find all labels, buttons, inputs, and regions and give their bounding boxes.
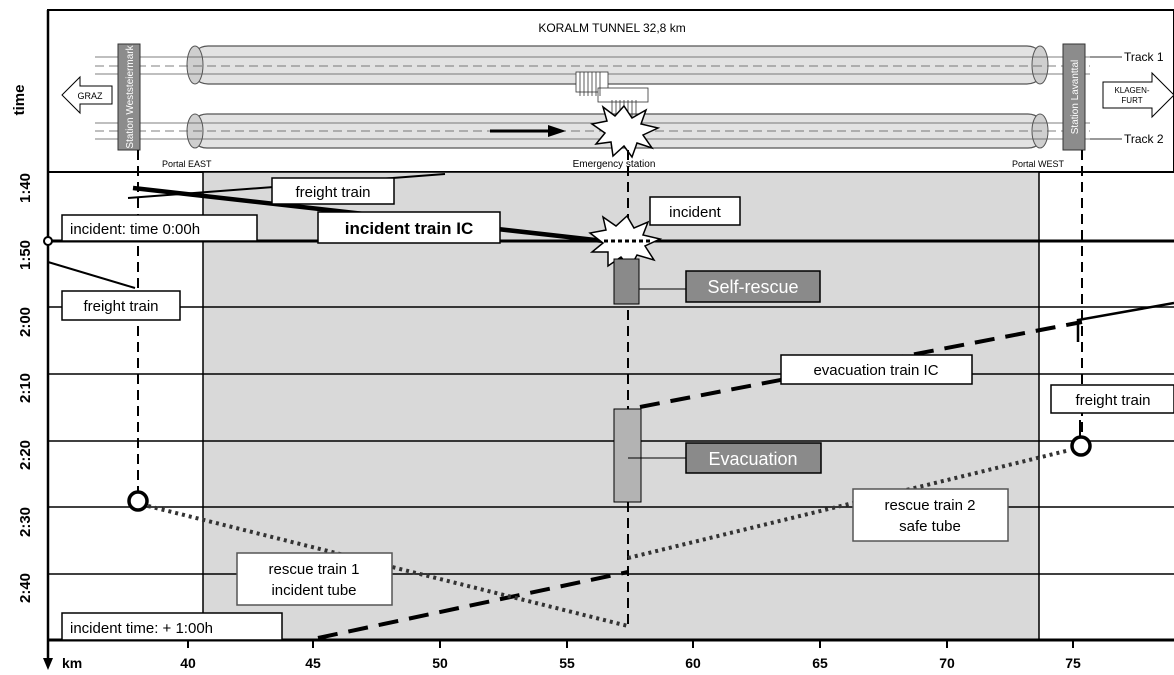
tunnel-tube-1: [95, 45, 1090, 85]
chart-labels: incident: time 0:00h freight train incid…: [61, 177, 1174, 641]
incident-burst-icon: [590, 104, 661, 159]
emergency-station-label: Emergency station: [573, 159, 656, 170]
incident-time-box: incident: time 0:00h: [61, 214, 258, 242]
freight-train-box-right: freight train: [1050, 384, 1174, 414]
y-tick-label: 2:20: [17, 440, 34, 470]
x-tick-label: 70: [939, 655, 955, 671]
rescue-train-2-start: [1070, 435, 1092, 457]
freight-train-box-left: freight train: [61, 290, 181, 321]
incident-label: incident: [669, 204, 722, 221]
evacuation-bar: [613, 408, 642, 503]
train-direction-arrow: [490, 125, 566, 137]
rescue-train-1-label-2: incident tube: [271, 582, 356, 599]
freight-train-label: freight train: [1075, 392, 1150, 409]
self-rescue-bar: [613, 258, 640, 305]
rescue-train-2-box: rescue train 2 safe tube: [852, 488, 1009, 542]
freight-train-path-right-top: [1076, 301, 1174, 342]
y-axis-label: time: [11, 85, 28, 116]
x-tick-label: 75: [1065, 655, 1081, 671]
incident-time-label: incident: time 0:00h: [70, 221, 200, 238]
x-tick-label: 50: [432, 655, 448, 671]
graz-direction-arrow: GRAZ: [61, 75, 113, 115]
self-rescue-box: Self-rescue: [685, 270, 821, 303]
x-tick-label: 65: [812, 655, 828, 671]
y-tick-label: 2:00: [17, 307, 34, 337]
klagenfurt-label-1: KLAGEN-: [1114, 86, 1149, 95]
tunnel-tube-2: [95, 113, 1090, 149]
incident-box: incident: [649, 196, 741, 226]
y-tick-label: 1:40: [17, 173, 34, 203]
evacuation-label: Evacuation: [708, 449, 797, 469]
station-weststeiermark: Station Weststeiermark: [117, 43, 141, 151]
portal-east-label: Portal EAST: [162, 159, 212, 169]
rescue-train-2-path: [627, 448, 1071, 560]
rescue-train-1-label-1: rescue train 1: [269, 561, 360, 578]
rescue-train-2-label-1: rescue train 2: [885, 497, 976, 514]
self-rescue-label: Self-rescue: [707, 277, 798, 297]
evacuation-train-label: evacuation train IC: [813, 362, 938, 379]
rescue-train-1-start: [127, 490, 149, 512]
x-tick-label: 55: [559, 655, 575, 671]
evacuation-train-path-lower: [317, 570, 629, 640]
incident-train-box: incident train IC: [317, 211, 501, 244]
station-lavanttal: Station Lavanttal: [1062, 43, 1086, 151]
y-tick-label: 2:10: [17, 373, 34, 403]
y-tick-label: 2:30: [17, 507, 34, 537]
x-tick-label: 60: [685, 655, 701, 671]
incident-train-label: incident train IC: [345, 219, 473, 238]
tunnel-title: KORALM TUNNEL 32,8 km: [538, 21, 685, 35]
km-axis-ticks: [47, 640, 1074, 648]
klagenfurt-direction-arrow: KLAGEN- FURT: [1102, 71, 1174, 119]
graz-label: GRAZ: [77, 91, 103, 101]
freight-train-label: freight train: [295, 184, 370, 201]
rescue-train-1-box: rescue train 1 incident tube: [236, 552, 393, 606]
y-tick-label: 1:50: [17, 240, 34, 270]
track-1-label: Track 1: [1124, 50, 1164, 64]
emergency-station-structure: [575, 71, 649, 118]
incident-end-time-box: incident time: + 1:00h: [61, 612, 283, 641]
portal-west-label: Portal WEST: [1012, 159, 1065, 169]
freight-train-label: freight train: [83, 298, 158, 315]
track-2-label: Track 2: [1124, 132, 1164, 146]
incident-end-time-label: incident time: + 1:00h: [70, 620, 213, 637]
klagenfurt-label-2: FURT: [1121, 96, 1142, 105]
station-weststeiermark-label: Station Weststeiermark: [125, 44, 136, 148]
x-axis-label: km: [62, 655, 82, 671]
tunnel-schematic: KORALM TUNNEL 32,8 km: [47, 9, 1174, 173]
evacuation-train-box: evacuation train IC: [780, 354, 973, 385]
freight-train-box-top: freight train: [271, 177, 395, 205]
station-lavanttal-label: Station Lavanttal: [1070, 60, 1081, 135]
y-tick-label: 2:40: [17, 573, 34, 603]
evacuation-box: Evacuation: [685, 442, 822, 474]
rescue-train-2-label-2: safe tube: [899, 518, 961, 535]
x-tick-label: 40: [180, 655, 196, 671]
x-tick-label: 45: [305, 655, 321, 671]
freight-train-path-left: [47, 261, 136, 289]
